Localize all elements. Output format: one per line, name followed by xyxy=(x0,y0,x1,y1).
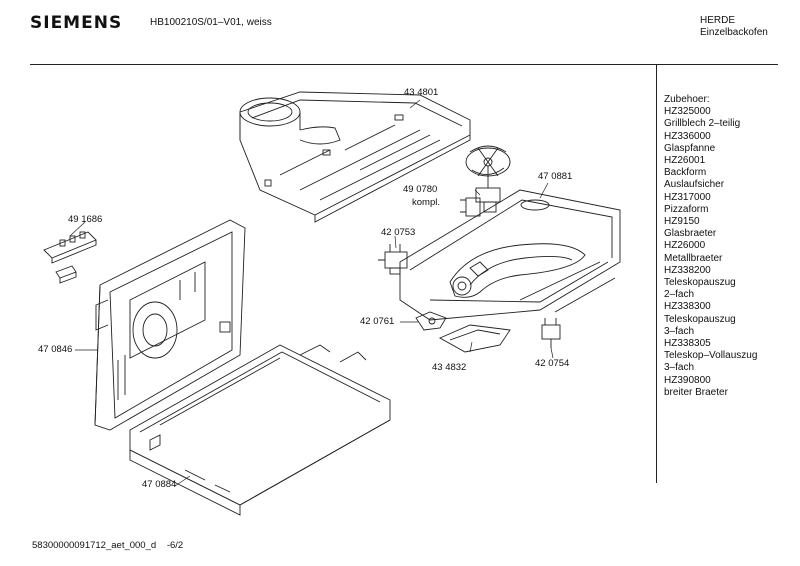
product-line-1: HERDE xyxy=(700,15,736,26)
product-line-2: Einzelbackofen xyxy=(700,27,768,38)
part-wall-panel xyxy=(94,219,246,431)
part-fan-motor xyxy=(460,145,511,217)
part-label-420761: 42 0761 xyxy=(360,316,395,327)
accessories-heading: Zubehoer: xyxy=(664,94,710,105)
part-label-434801: 43 4801 xyxy=(404,87,439,98)
accessory-line: Glaspfanne xyxy=(664,142,716,154)
part-label-420753: 42 0753 xyxy=(381,227,416,238)
accessory-line: Pizzaform xyxy=(664,203,709,215)
part-label-434832: 43 4832 xyxy=(432,362,467,373)
part-deflector-plate xyxy=(438,324,511,353)
accessory-line: Auslaufsicher xyxy=(664,179,725,191)
leader-lines xyxy=(69,99,554,487)
part-label-491686: 49 1686 xyxy=(68,214,103,225)
header-divider xyxy=(30,64,778,65)
exploded-parts-drawing xyxy=(43,91,621,516)
accessory-line: HZ338200 xyxy=(664,264,711,276)
accessory-line: HZ26000 xyxy=(664,240,706,252)
accessory-line: HZ338305 xyxy=(664,338,711,350)
document-id: 58300000091712_aet_000_d xyxy=(32,540,157,551)
accessory-line: Glasbraeter xyxy=(664,228,717,240)
accessory-line: Teleskop–Vollauszug xyxy=(664,350,758,362)
accessory-line: HZ325000 xyxy=(664,106,711,118)
part-top-duct-cover xyxy=(239,91,471,223)
accessory-line: 2–fach xyxy=(664,289,695,301)
part-label-490780-note: kompl. xyxy=(412,197,440,208)
accessory-line: HZ9150 xyxy=(664,216,700,228)
part-rear-wall-heater xyxy=(399,189,621,321)
accessory-line: Metallbraeter xyxy=(664,252,723,264)
accessory-line: Teleskopauszug xyxy=(664,277,736,289)
accessory-line: Backform xyxy=(664,167,707,179)
part-bracket xyxy=(415,311,447,331)
part-label-420754: 42 0754 xyxy=(535,358,570,369)
part-label-490780: 49 0780 xyxy=(403,184,438,195)
accessory-line: HZ317000 xyxy=(664,191,711,203)
page-number: -6/2 xyxy=(166,540,184,551)
part-bottom-tray xyxy=(129,344,391,516)
sidebar-divider xyxy=(656,65,657,483)
accessory-line: Grillblech 2–teilig xyxy=(664,118,741,130)
accessory-line: 3–fach xyxy=(664,325,695,337)
part-label-470884: 47 0884 xyxy=(142,479,177,490)
brand-logo: SIEMENS xyxy=(30,13,123,33)
part-label-470881: 47 0881 xyxy=(538,171,573,182)
accessory-line: 3–fach xyxy=(664,362,695,374)
accessory-line: HZ390800 xyxy=(664,374,711,386)
accessories-list: Zubehoer: HZ325000 Grillblech 2–teilig H… xyxy=(664,94,757,399)
accessory-line: Teleskopauszug xyxy=(664,313,736,325)
product-category: HERDE Einzelbackofen xyxy=(700,15,768,39)
part-thermostat-right xyxy=(541,318,561,348)
part-thermostat-left xyxy=(378,244,408,275)
part-label-470846: 47 0846 xyxy=(38,344,73,355)
part-connector-blocks xyxy=(43,231,97,284)
accessory-line: HZ338300 xyxy=(664,301,711,313)
accessory-line: HZ336000 xyxy=(664,130,711,142)
model-number: HB100210S/01–V01, weiss xyxy=(150,17,272,28)
accessory-line: breiter Braeter xyxy=(664,386,728,398)
accessory-line: HZ26001 xyxy=(664,155,706,167)
document-footer: 58300000091712_aet_000_d -6/2 xyxy=(32,540,183,551)
